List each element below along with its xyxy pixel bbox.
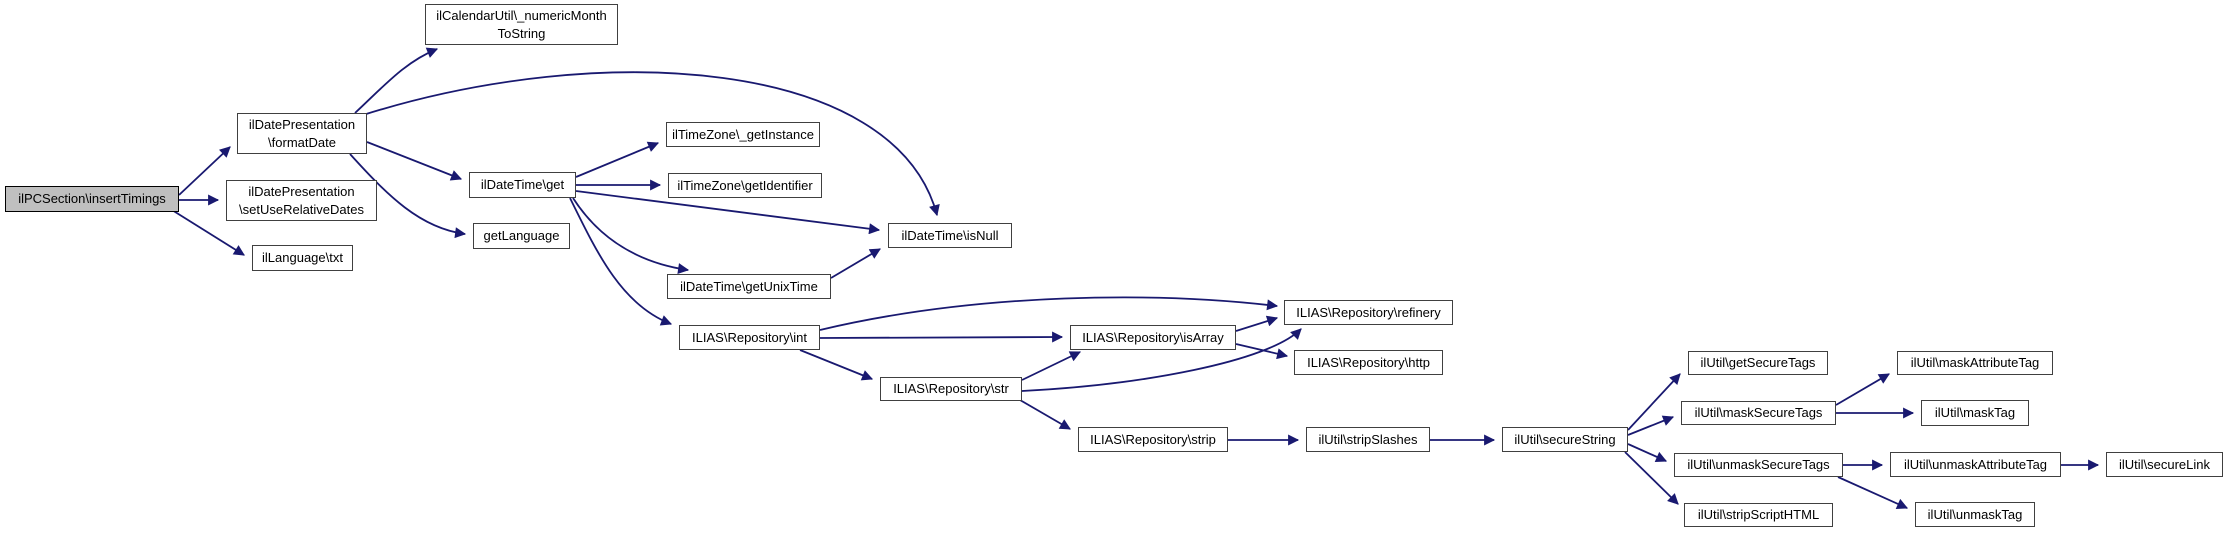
node-language-txt[interactable]: ilLanguage\txt	[252, 245, 353, 271]
node-label: ilDatePresentation	[248, 184, 355, 200]
node-label: ILIAS\Repository\str	[893, 381, 1009, 397]
node-repo-http[interactable]: ILIAS\Repository\http	[1294, 350, 1443, 375]
node-set-use-relative-dates[interactable]: ilDatePresentation\setUseRelativeDates	[226, 180, 377, 221]
node-label: getLanguage	[483, 228, 560, 244]
node-datetime-get[interactable]: ilDateTime\get	[469, 172, 576, 198]
edge-format-date-to-numeric-month-to-string	[354, 47, 439, 114]
node-label: ilUtil\stripSlashes	[1318, 431, 1418, 447]
node-repo-strip[interactable]: ILIAS\Repository\strip	[1078, 427, 1228, 452]
node-label: ilUtil\maskTag	[1934, 405, 2016, 421]
node-label: ilUtil\unmaskAttributeTag	[1903, 456, 2048, 472]
edge-repo-int-to-repo-is-array	[819, 331, 1064, 343]
node-mask-tag[interactable]: ilUtil\maskTag	[1921, 400, 2029, 426]
node-mask-secure-tags[interactable]: ilUtil\maskSecureTags	[1681, 401, 1836, 425]
node-secure-link[interactable]: ilUtil\secureLink	[2106, 452, 2223, 477]
edge-format-date-to-datetime-get	[366, 141, 463, 181]
node-repo-refinery[interactable]: ILIAS\Repository\refinery	[1284, 300, 1453, 325]
node-label: ILIAS\Repository\refinery	[1296, 304, 1441, 320]
edge-repo-int-to-repo-str	[799, 349, 874, 381]
node-label: ilDatePresentation	[248, 117, 356, 133]
edge-datetime-get-to-repo-int	[569, 197, 673, 326]
node-label: ilUtil\maskAttributeTag	[1910, 355, 2040, 371]
node-label: ilTimeZone\_getInstance	[672, 126, 814, 142]
node-label: ILIAS\Repository\http	[1307, 354, 1430, 370]
node-label: ilUtil\getSecureTags	[1700, 355, 1816, 371]
node-label: ilUtil\stripScriptHTML	[1697, 507, 1820, 523]
node-label: ilCalendarUtil\_numericMonth	[436, 8, 607, 24]
node-datetime-is-null[interactable]: ilDateTime\isNull	[888, 223, 1012, 248]
node-unmask-tag[interactable]: ilUtil\unmaskTag	[1915, 502, 2035, 527]
node-label: \setUseRelativeDates	[239, 201, 364, 217]
node-secure-string[interactable]: ilUtil\secureString	[1502, 427, 1628, 452]
node-label: ilDateTime\get	[480, 177, 565, 193]
edge-repo-is-array-to-repo-refinery	[1235, 315, 1279, 332]
node-get-language[interactable]: getLanguage	[473, 223, 570, 249]
edge-format-date-to-datetime-is-null	[362, 71, 940, 217]
node-unmask-secure-tags[interactable]: ilUtil\unmaskSecureTags	[1674, 453, 1843, 477]
edge-repo-is-array-to-repo-http	[1235, 343, 1289, 360]
node-strip-slashes[interactable]: ilUtil\stripSlashes	[1306, 427, 1430, 452]
node-datetime-get-unix-time[interactable]: ilDateTime\getUnixTime	[667, 274, 831, 299]
node-label: ilUtil\secureString	[1514, 431, 1616, 447]
node-label: ilUtil\secureLink	[2118, 456, 2211, 472]
node-strip-script-html[interactable]: ilUtil\stripScriptHTML	[1684, 503, 1833, 527]
edge-datetime-get-to-timezone-get-instance	[575, 141, 660, 178]
node-repo-is-array[interactable]: ILIAS\Repository\isArray	[1070, 325, 1236, 350]
edge-secure-string-to-unmask-secure-tags	[1627, 443, 1668, 462]
node-timezone-get-instance[interactable]: ilTimeZone\_getInstance	[666, 122, 820, 147]
node-label: ILIAS\Repository\int	[692, 329, 807, 345]
node-label: ilUtil\unmaskSecureTags	[1687, 457, 1830, 473]
edge-secure-string-to-strip-script-html	[1624, 451, 1679, 505]
node-label: ilUtil\maskSecureTags	[1694, 405, 1823, 421]
node-format-date[interactable]: ilDatePresentation\formatDate	[237, 113, 367, 154]
node-repo-int[interactable]: ILIAS\Repository\int	[679, 325, 820, 350]
node-label: ilTimeZone\getIdentifier	[677, 177, 813, 193]
node-unmask-attribute-tag[interactable]: ilUtil\unmaskAttributeTag	[1890, 452, 2061, 477]
edge-repo-str-to-repo-is-array	[1021, 351, 1081, 381]
edge-secure-string-to-get-secure-tags	[1627, 373, 1681, 431]
edge-insert-timings-to-format-date	[178, 146, 231, 196]
node-label: ilDateTime\isNull	[901, 227, 999, 243]
node-label: ilDateTime\getUnixTime	[680, 278, 818, 294]
node-label: ILIAS\Repository\isArray	[1082, 329, 1224, 345]
edge-datetime-get-to-datetime-get-unix-time	[572, 197, 690, 275]
node-label: ilLanguage\txt	[262, 250, 343, 266]
node-label: ilUtil\unmaskTag	[1927, 506, 2023, 522]
edge-mask-secure-tags-to-mask-attribute-tag	[1835, 373, 1890, 406]
edge-datetime-get-unix-time-to-datetime-is-null	[830, 248, 881, 279]
edge-repo-str-to-repo-strip	[1019, 399, 1071, 430]
node-label: ilPCSection\insertTimings	[18, 191, 166, 207]
node-label: ToString	[497, 25, 546, 41]
node-repo-str[interactable]: ILIAS\Repository\str	[880, 377, 1022, 401]
node-label: ILIAS\Repository\strip	[1090, 431, 1216, 447]
node-insert-timings[interactable]: ilPCSection\insertTimings	[5, 186, 179, 212]
edge-secure-string-to-mask-secure-tags	[1627, 415, 1675, 436]
node-timezone-get-identifier[interactable]: ilTimeZone\getIdentifier	[668, 173, 822, 198]
node-get-secure-tags[interactable]: ilUtil\getSecureTags	[1688, 351, 1828, 375]
edge-unmask-secure-tags-to-unmask-tag	[1837, 476, 1909, 509]
node-label: \formatDate	[268, 134, 336, 150]
node-mask-attribute-tag[interactable]: ilUtil\maskAttributeTag	[1897, 351, 2053, 375]
